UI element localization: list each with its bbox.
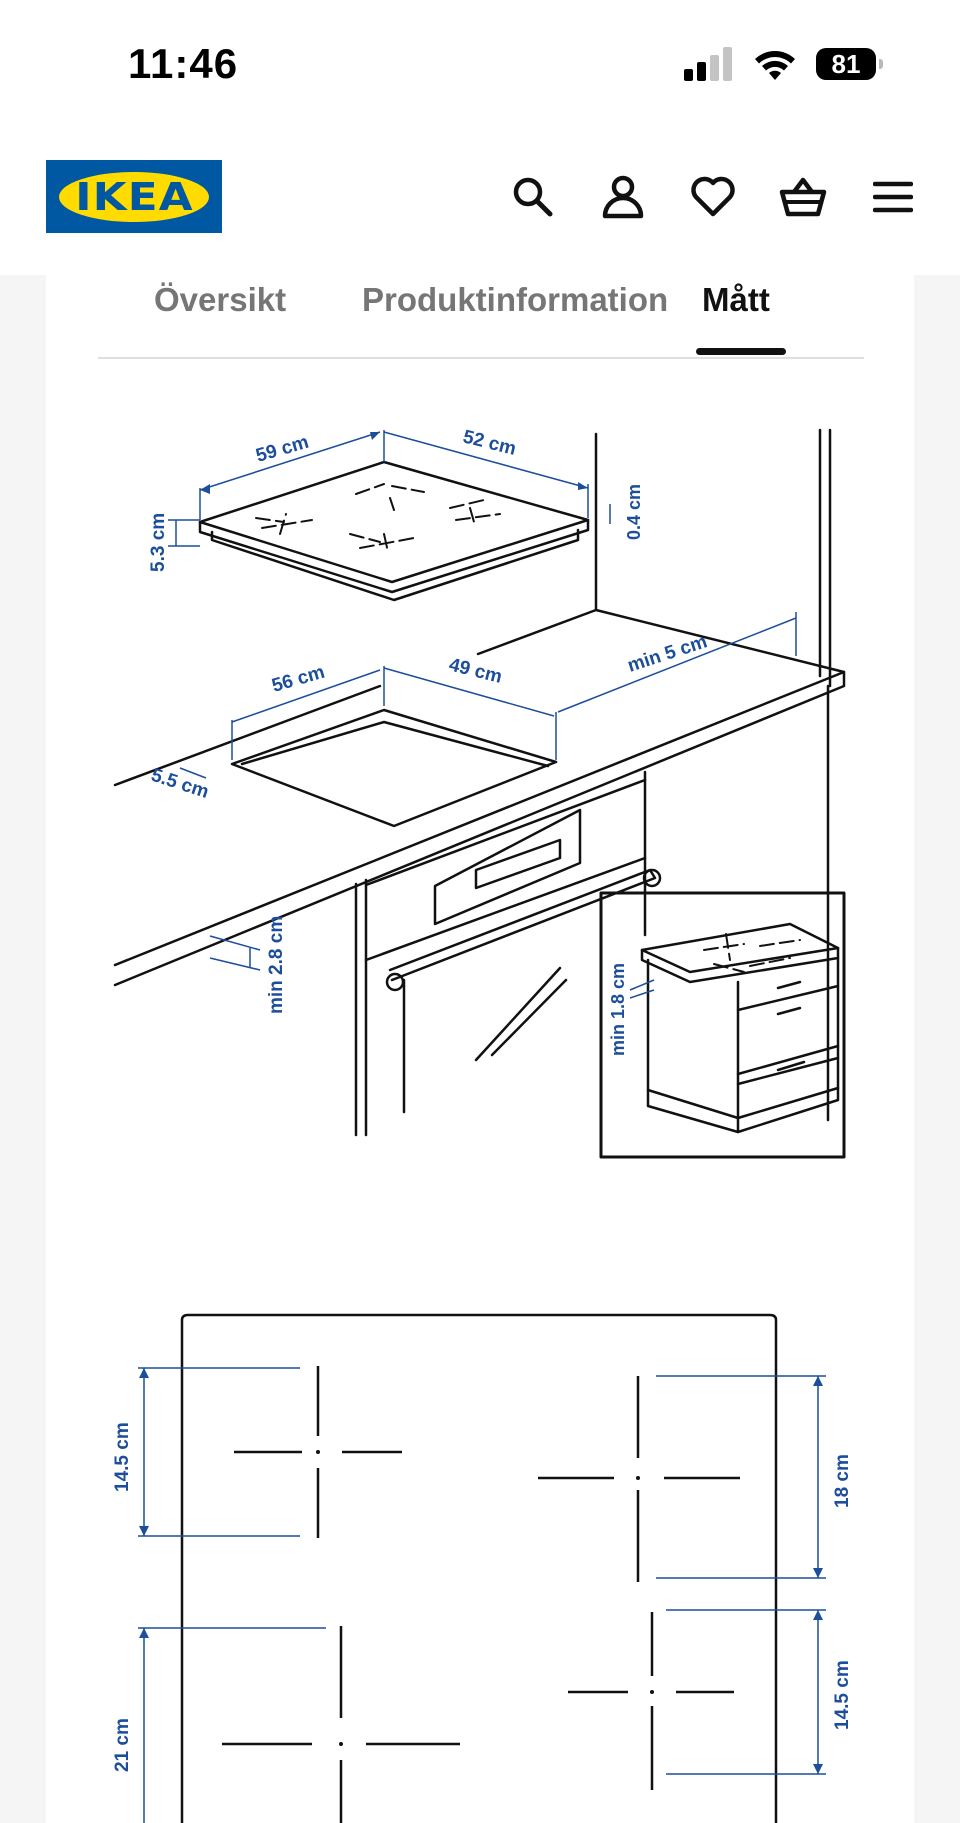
dim-front-offset: 5.5 cm [148,765,211,803]
dim-cutout-depth: 49 cm [447,654,504,687]
tab-matt[interactable]: Mått [702,281,770,318]
product-details-card: Översikt Produktinformation Mått [46,275,914,1823]
dim-zone-bottom-left: 21 cm [112,1718,133,1772]
dim-hob-height: 5.3 cm [148,513,169,572]
status-time: 11:46 [128,40,239,87]
dim-inset-clearance: min 1.8 cm [608,963,628,1056]
battery-level: 81 [831,48,861,79]
status-icons: 81 [684,44,883,84]
cellular-signal-icon [684,47,732,81]
dim-zone-bottom-right: 14.5 cm [832,1660,853,1730]
menu-icon[interactable] [866,170,920,224]
ikea-logo[interactable]: IKEA [46,160,222,233]
dim-hob-glass: 0.4 cm [624,484,644,540]
wifi-icon [755,51,795,80]
dim-back-clearance: min 5 cm [625,631,710,676]
logo-oval: IKEA [59,171,209,222]
product-tabs: Översikt Produktinformation Mått [98,275,864,359]
active-tab-indicator [696,348,786,355]
content-area: Översikt Produktinformation Mått [0,275,960,1823]
status-bar: 11:46 81 [0,0,960,130]
dim-hob-width: 59 cm [254,432,312,467]
search-icon[interactable] [506,170,560,224]
heart-icon[interactable] [686,170,740,224]
dim-zone-top-left: 14.5 cm [112,1422,133,1492]
site-header: IKEA [0,140,960,275]
header-icons [506,170,920,224]
tab-produktinformation[interactable]: Produktinformation [362,281,669,318]
dim-zone-top-right: 18 cm [832,1454,853,1508]
tab-oversikt[interactable]: Översikt [154,281,287,318]
dim-worktop-thickness: min 2.8 cm [266,916,287,1014]
battery-icon: 81 [816,48,883,80]
basket-icon[interactable] [776,170,830,224]
logo-text: IKEA [74,174,194,219]
user-icon[interactable] [596,170,650,224]
